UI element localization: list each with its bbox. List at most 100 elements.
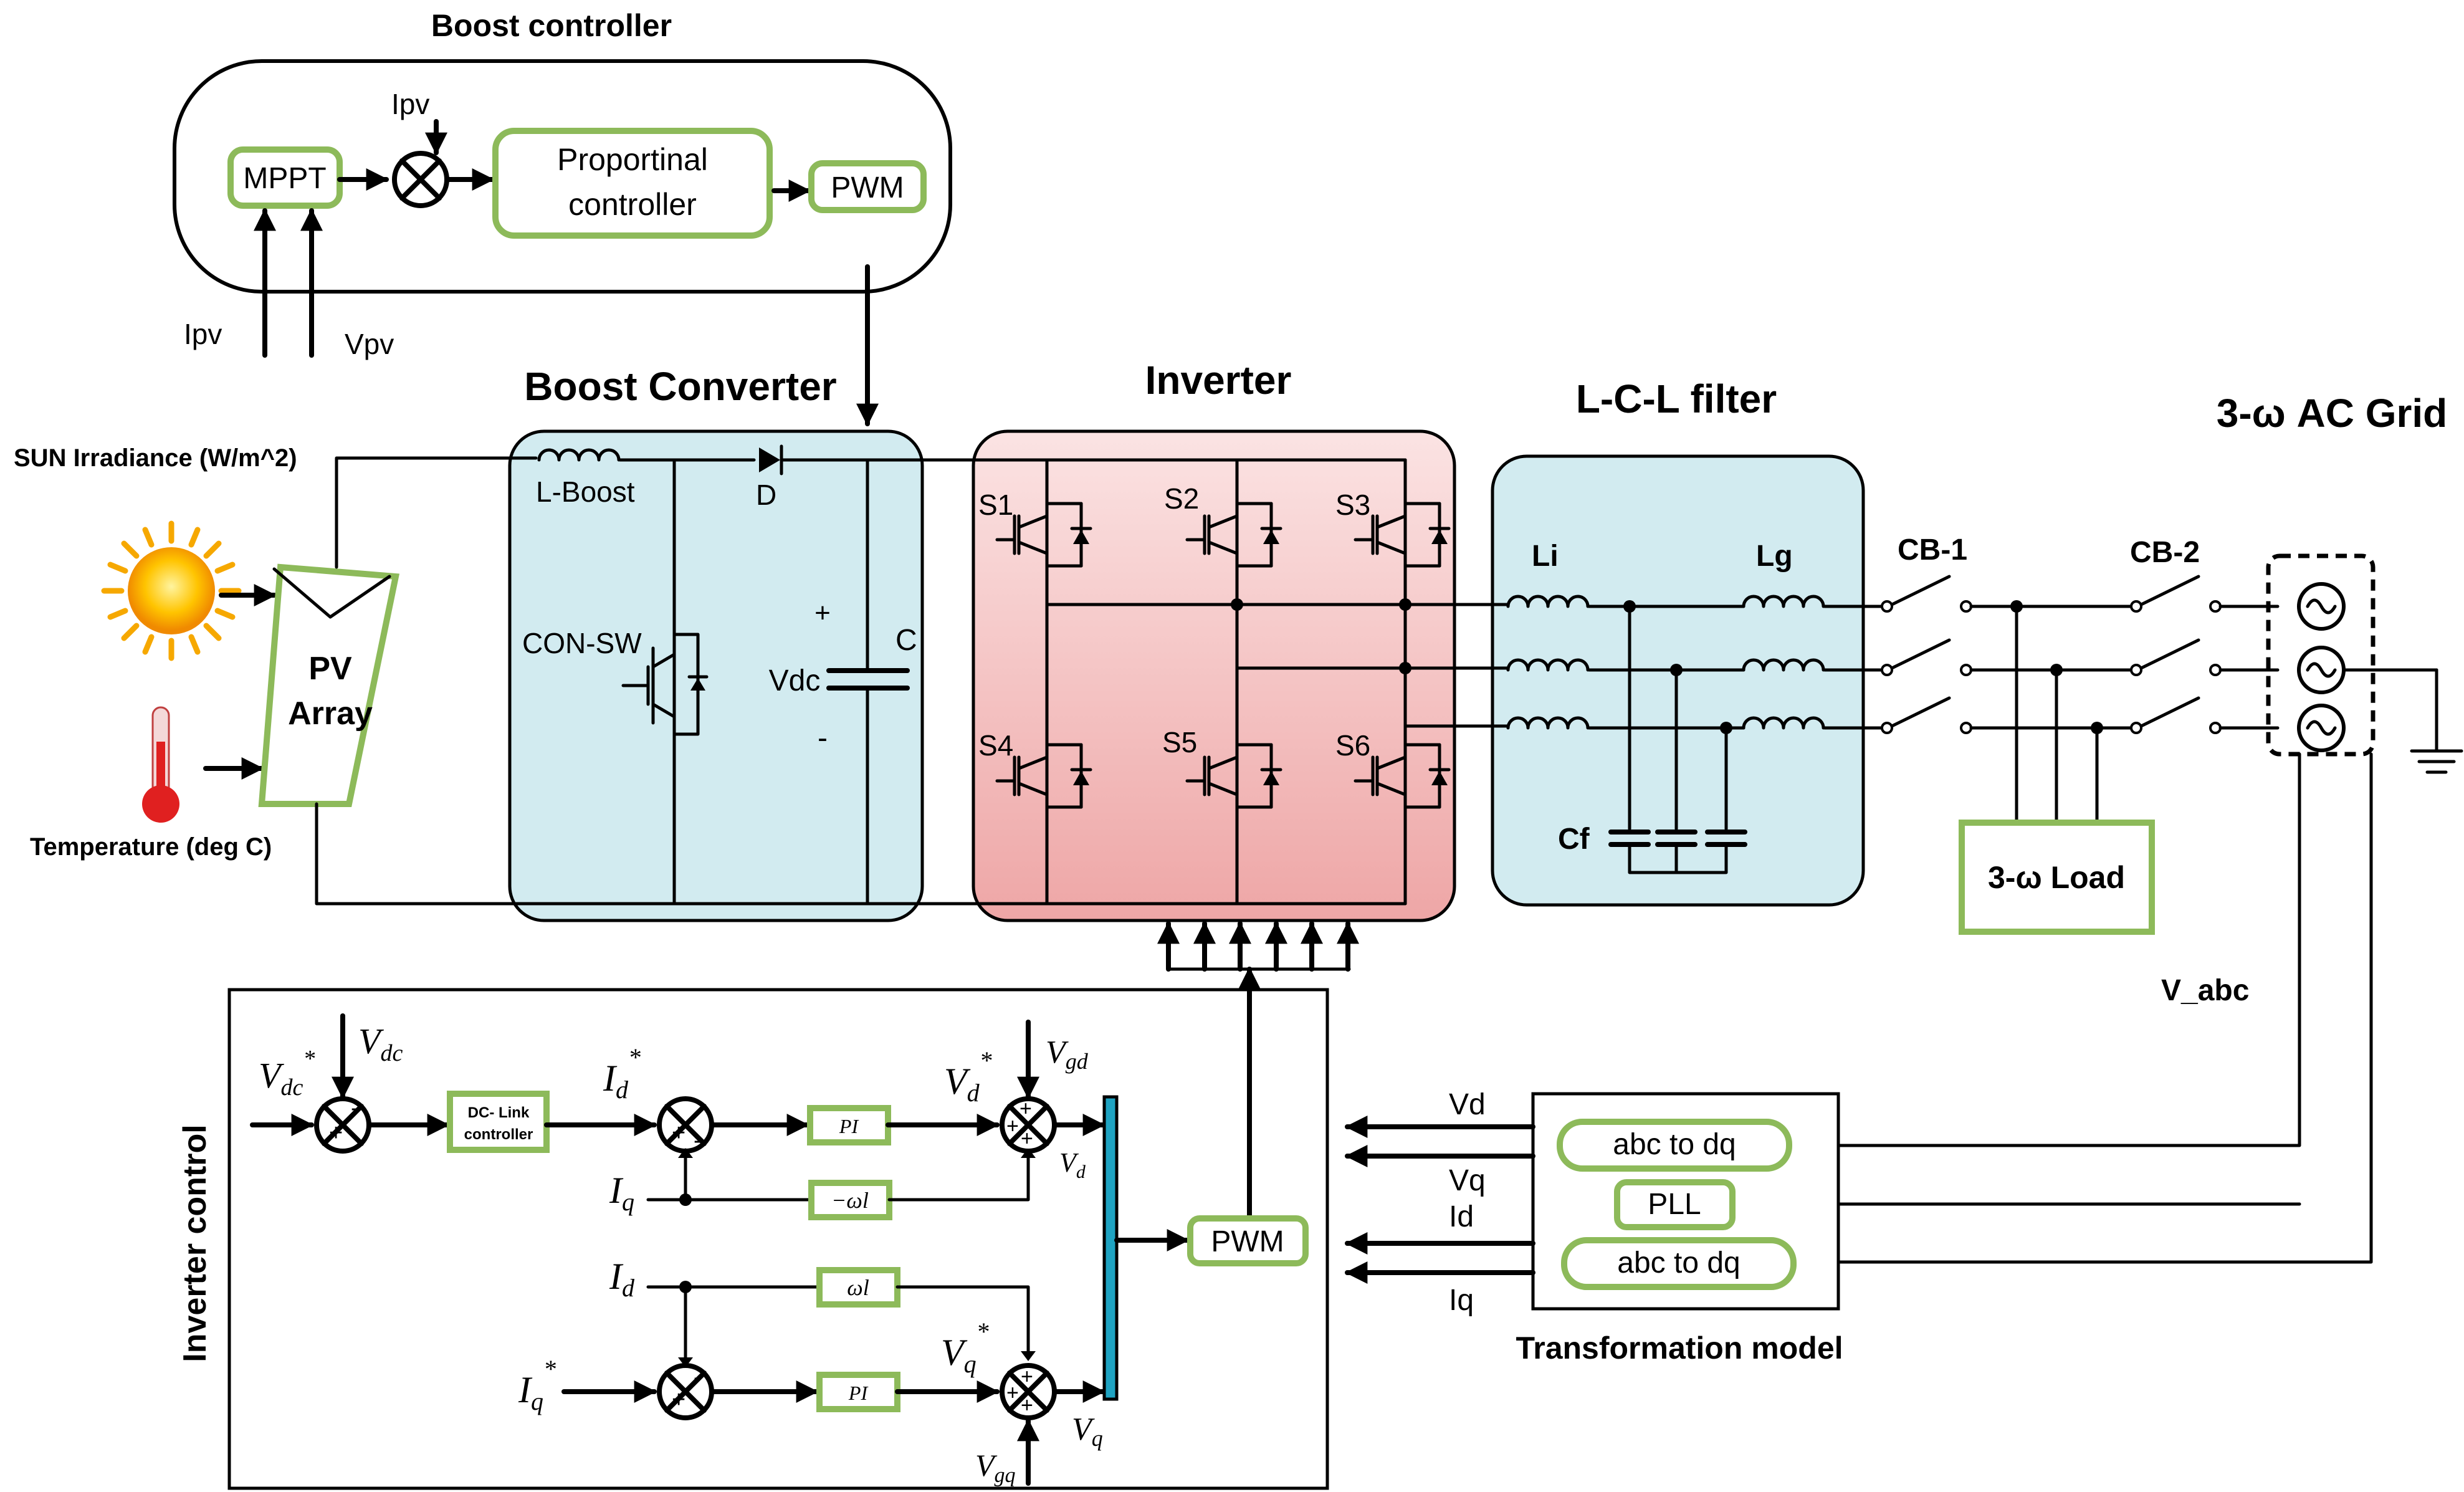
boost-converter-title: Boost Converter [524, 364, 836, 409]
id-sum-plus: + [672, 1120, 685, 1146]
pll-label: PLL [1648, 1188, 1701, 1221]
vdc-label: Vdc [769, 664, 821, 697]
minus-wl-label: −ωl [831, 1188, 869, 1213]
dc-link-label-2: controller [464, 1126, 533, 1143]
vq-out-label: Vq [1072, 1412, 1103, 1451]
li-label: Li [1532, 540, 1559, 573]
inverter-pwm-block [1187, 1215, 1309, 1266]
inverter-pwm-label: PWM [1211, 1225, 1284, 1258]
cb-2-breaker-icon [2130, 575, 2222, 734]
vabc-label: V_abc [2161, 974, 2249, 1007]
con-sw-label: CON-SW [522, 627, 642, 659]
grid-source-frame [2266, 553, 2376, 757]
vq-sum-plus-1: + [1021, 1365, 1033, 1389]
diode-label: D [756, 479, 776, 511]
pi-d-block [807, 1105, 891, 1145]
ground-icon [2410, 749, 2463, 774]
load-label: 3-ω Load [1988, 860, 2125, 895]
vd-ref-label: Vd* [944, 1046, 992, 1107]
cf-label: Cf [1558, 823, 1590, 856]
vd-output-label: Vd [1449, 1088, 1486, 1121]
id-meas-label: Id [609, 1256, 635, 1302]
vgd-label: Vgd [1046, 1035, 1089, 1074]
boost-summing-junction [394, 153, 447, 206]
transformation-title: Transformation model [1516, 1331, 1843, 1365]
mux-bus-bar [1102, 1095, 1119, 1401]
iq-ref-label: Iq* [518, 1355, 556, 1415]
inverter-panel [972, 429, 1456, 922]
boost-converter-panel [508, 429, 924, 922]
abc-dq-block-2 [1561, 1237, 1797, 1290]
pv-label-1: PV [308, 651, 352, 687]
vdc-minus: - [818, 722, 828, 755]
dc-link-label-1: DC- Link [468, 1104, 530, 1121]
lg-label: Lg [1756, 540, 1793, 573]
cf-capacitors-icon [1608, 830, 1747, 874]
vq-sum-plus-2: + [1006, 1381, 1019, 1405]
minus-wl-block [808, 1180, 892, 1220]
ac-source-icons [2297, 582, 2346, 752]
s4-label: S4 [978, 729, 1013, 762]
load-block [1959, 820, 2155, 935]
sun-icon [101, 520, 242, 661]
s5-label: S5 [1162, 726, 1197, 758]
id-ref-label: Id* [603, 1043, 641, 1104]
vq-output-label: Vq [1449, 1164, 1486, 1197]
temperature-label: Temperature (deg C) [30, 833, 272, 861]
pi-d-label: PI [839, 1115, 859, 1137]
cb-1-breaker-icon [1881, 575, 1972, 734]
proportional-label-1: Proportinal [557, 142, 708, 177]
boost-pwm-block [808, 160, 927, 213]
s6-label: S6 [1335, 729, 1370, 762]
abc-dq-label-1: abc to dq [1613, 1128, 1736, 1161]
s1-label: S1 [978, 489, 1013, 521]
vdc-ref-label: Vdc* [259, 1046, 315, 1101]
vd-sum-plus-3: + [1021, 1127, 1033, 1150]
ipv-input-label: Ipv [184, 318, 222, 350]
cb-2-label: CB-2 [2130, 536, 2200, 569]
dc-link-controller-block [447, 1091, 550, 1153]
s2-label: S2 [1164, 482, 1199, 515]
proportional-controller-block [492, 128, 773, 239]
inverter-title: Inverter [1145, 358, 1292, 403]
vq-ref-label: Vq* [941, 1317, 989, 1378]
pi-q-label: PI [848, 1382, 869, 1404]
mppt-label: MPPT [243, 162, 326, 195]
vd-sum-plus-1: + [1020, 1097, 1032, 1121]
vgq-label: Vgq [975, 1448, 1016, 1487]
wl-label: ωl [847, 1275, 869, 1300]
iq-output-label: Iq [1449, 1284, 1474, 1317]
vdc-sum-plus: + [329, 1120, 343, 1146]
ipv-feedback-label: Ipv [391, 88, 429, 120]
boost-controller-title: Boost controller [431, 8, 672, 43]
vq-sum-plus-3: + [1021, 1394, 1033, 1417]
proportional-label-2: controller [568, 187, 697, 222]
inverter-control-title: Inverter control [177, 1124, 213, 1362]
vdc-meas-label: Vdc [358, 1021, 403, 1066]
pll-block [1614, 1179, 1736, 1230]
thermometer-icon [142, 706, 179, 823]
diode-icon [759, 447, 780, 472]
pv-array [258, 563, 400, 807]
vd-sum-plus-2: + [1006, 1114, 1019, 1138]
vd-out-label: Vd [1059, 1147, 1086, 1182]
iq-sum-plus: + [672, 1387, 685, 1413]
filter-title: L-C-L filter [1576, 376, 1777, 421]
cap-label: C [895, 624, 917, 657]
vpv-input-label: Vpv [345, 328, 394, 360]
vdc-sum-minus: - [351, 1095, 359, 1121]
l-boost-label: L-Boost [536, 476, 635, 508]
boost-switch-icon [621, 633, 709, 736]
iq-sum-minus: - [694, 1364, 702, 1390]
s3-label: S3 [1335, 489, 1370, 521]
iq-meas-label: Iq [609, 1170, 634, 1216]
sun-irradiance-label: SUN Irradiance (W/m^2) [14, 444, 297, 472]
pv-label-2: Array [288, 696, 373, 732]
cb-1-label: CB-1 [1898, 533, 1967, 567]
abc-dq-label-2: abc to dq [1617, 1246, 1740, 1279]
id-sum-minus: - [694, 1127, 702, 1154]
grid-title: 3-ω AC Grid [2217, 391, 2448, 436]
vdc-plus: + [814, 598, 831, 628]
id-output-label: Id [1449, 1200, 1474, 1233]
